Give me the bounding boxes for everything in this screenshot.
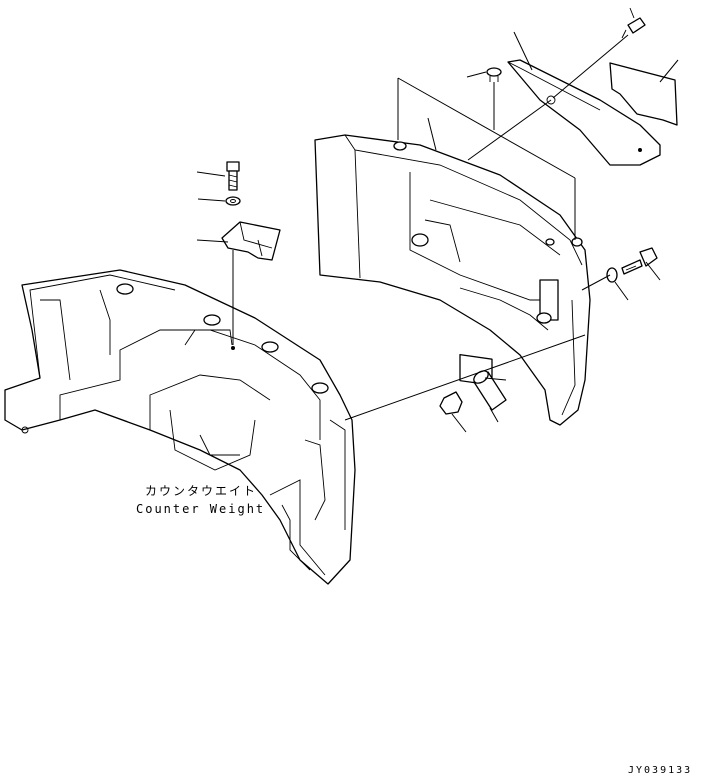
counterweight-body xyxy=(314,134,591,426)
caption-japanese: カウンタウエイト xyxy=(145,484,257,498)
leader-lines xyxy=(196,31,679,433)
label-sticker xyxy=(609,62,678,126)
caption-english: Counter Weight xyxy=(136,502,265,516)
cylinder-plug xyxy=(473,370,507,411)
bolt-left xyxy=(226,161,240,191)
bracket xyxy=(221,221,281,261)
cover-plate xyxy=(507,59,661,166)
washer-left xyxy=(225,196,241,206)
cap-nut xyxy=(439,391,463,415)
bolt-cover xyxy=(486,67,502,82)
washer-right xyxy=(606,267,618,283)
bolt-top-right xyxy=(621,7,646,39)
machine-frame xyxy=(4,269,356,585)
drawing-number: JY039133 xyxy=(628,765,692,776)
bolt-right xyxy=(621,247,658,275)
